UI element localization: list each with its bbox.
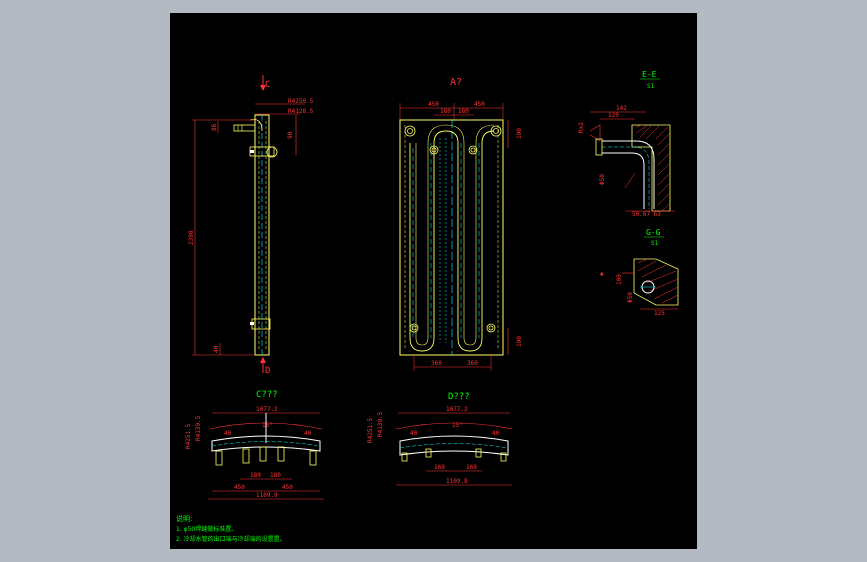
section-g-title: G-G: [646, 228, 661, 237]
section-e-dim-bottom: 50.67 63: [632, 211, 661, 218]
notes-line2: 2. 冷却水管的出口端与冷却端的设置置。: [176, 535, 286, 543]
bottom-c-dim-40b: 40: [304, 430, 312, 437]
bottom-c-dim-40a: 40: [224, 430, 232, 437]
bottom-d-dim-angle: 15°: [452, 422, 463, 429]
bottom-c-dim-180b: 180: [270, 472, 281, 479]
side-dim-bottom: 40: [213, 345, 220, 353]
front-dim-top-right: 190: [516, 128, 523, 139]
section-e-scale: S1: [647, 83, 655, 90]
section-g-scale: S1: [651, 240, 659, 247]
section-e-dim-phi: Φ50: [599, 174, 606, 185]
section-e-dim-rx: Rx2: [578, 122, 585, 133]
section-e-dim-142: 142: [616, 105, 627, 112]
bottom-d-dim-r1: R4251.5: [367, 417, 374, 443]
bottom-c-title: C???: [256, 390, 278, 400]
front-view: A? 450 450 180 180 190 1: [399, 77, 523, 371]
bottom-d-title: D???: [448, 392, 470, 402]
front-dim-360a: 360: [431, 360, 442, 367]
side-label-top: C: [265, 80, 270, 90]
side-dim-r2: R4128.5: [288, 108, 314, 115]
side-dim-r1: R4250.5: [288, 98, 314, 105]
section-e-title: E-E: [642, 70, 657, 79]
bottom-c-dim-angle: 15°: [262, 422, 273, 429]
bottom-d-view: D??? 1077.2 R4251.5 R4139.5 40 15° 40 16…: [367, 392, 513, 486]
bottom-c-dim-450b: 450: [282, 484, 293, 491]
bottom-d-dim-top: 1077.2: [446, 406, 468, 413]
side-view: C D R4250.5 R4128.5 90 86 2390: [188, 75, 314, 376]
cad-drawing: C D R4250.5 R4128.5 90 86 2390: [176, 70, 679, 543]
front-dim-bottom-right: 190: [516, 336, 523, 347]
section-g-dim-125: 125: [654, 310, 665, 317]
notes-line1: 1. φ50焊缝做标准置。: [176, 525, 237, 533]
side-dim-90: 90: [287, 131, 294, 139]
side-dim-top: 86: [211, 123, 218, 131]
notes-heading: 说明:: [176, 514, 192, 523]
front-dim-right: 450: [474, 101, 485, 108]
section-g-dim-100: 100: [616, 274, 623, 285]
front-dim-360b: 360: [467, 360, 478, 367]
bottom-c-dim-top: 1077.2: [256, 406, 278, 413]
bottom-c-view: C??? 1077.2 R4251.5 R4139.5 40 15° 40 18…: [185, 390, 324, 500]
bottom-d-dim-r2: R4139.5: [377, 411, 384, 437]
bottom-c-dim-r2: R4139.5: [195, 415, 202, 441]
front-dim-180a: 180: [440, 108, 451, 115]
side-label-bottom: D: [265, 366, 270, 376]
side-dim-total: 2390: [188, 230, 195, 245]
bottom-c-dim-180a: 180: [250, 472, 261, 479]
bottom-c-dim-total: 1109.9: [256, 492, 278, 499]
front-dim-left: 450: [428, 101, 439, 108]
drawing-canvas[interactable]: C D R4250.5 R4128.5 90 86 2390: [170, 13, 697, 549]
bottom-d-dim-160a: 160: [434, 464, 445, 471]
bottom-d-dim-40b: 40: [492, 430, 500, 437]
bottom-c-dim-450a: 450: [234, 484, 245, 491]
notes: 说明: 1. φ50焊缝做标准置。 2. 冷却水管的出口端与冷却端的设置置。: [176, 514, 286, 543]
section-g-mark-left: ▲: [600, 270, 604, 277]
section-g-view: G-G S1 100 Φ50 125 ▲: [600, 228, 679, 317]
bottom-d-dim-total: 1109.8: [446, 478, 468, 485]
front-title: A?: [450, 77, 462, 88]
section-e-view: E-E S1 142 120 Rx2 Φ50 50.67 63: [578, 70, 675, 218]
bottom-d-dim-40a: 40: [410, 430, 418, 437]
section-g-dim-phi: Φ50: [627, 292, 634, 303]
front-dim-180b: 180: [458, 108, 469, 115]
bottom-c-dim-r1: R4251.5: [185, 423, 192, 449]
bottom-d-dim-160b: 160: [466, 464, 477, 471]
section-e-dim-120: 120: [608, 112, 619, 119]
